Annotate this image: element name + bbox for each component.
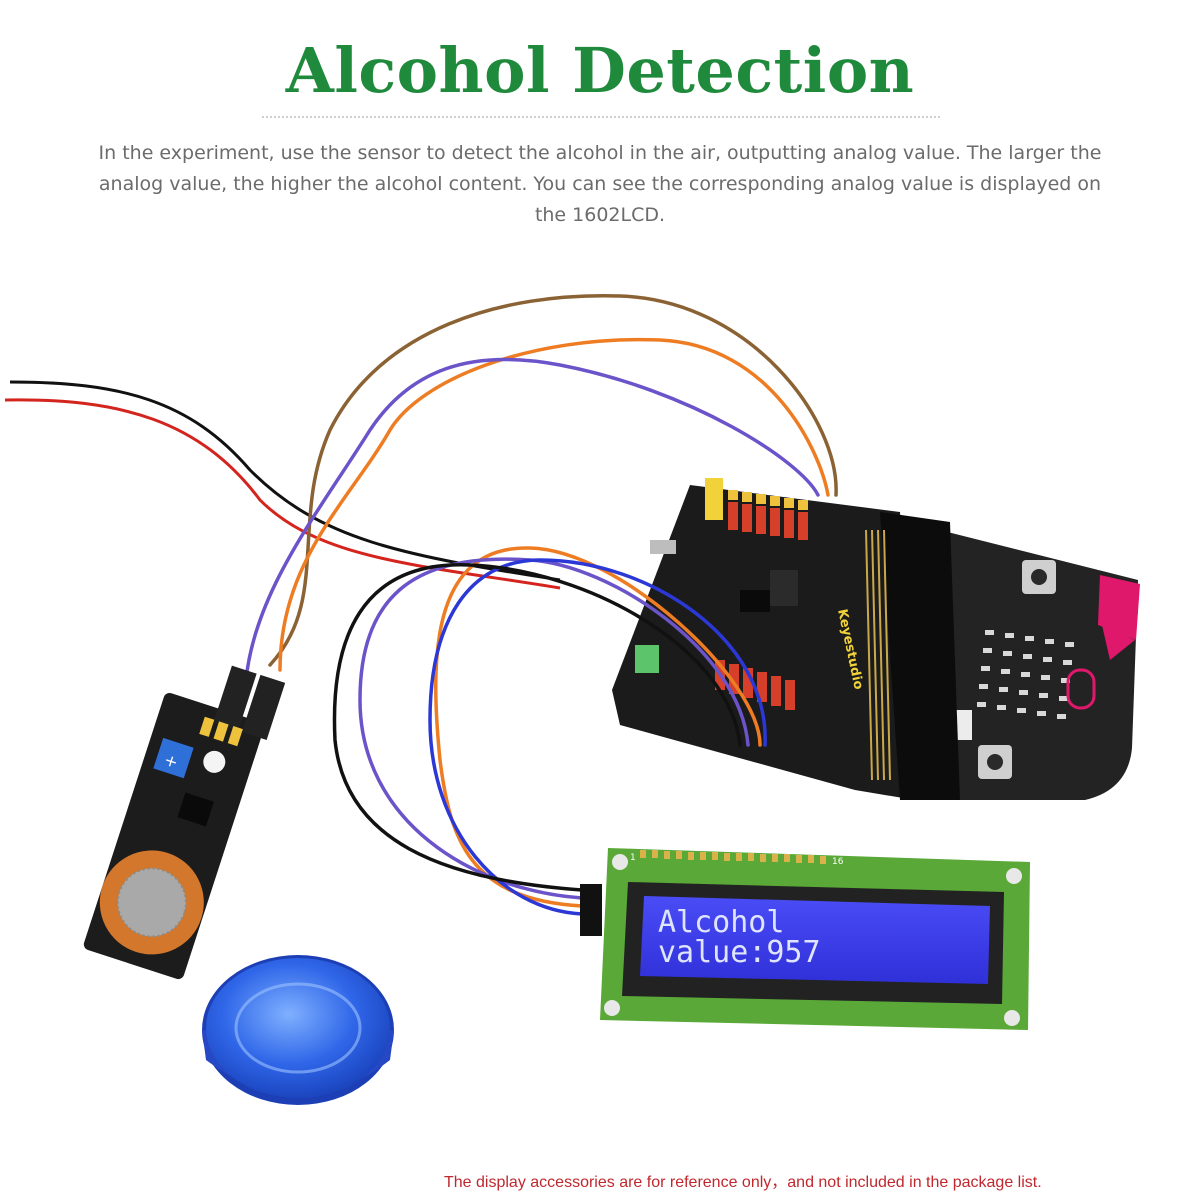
blue-bottle-cap [202, 955, 394, 1105]
alcohol-sensor: + [83, 665, 286, 980]
lcd-line-1: Alcohol [658, 905, 784, 940]
i2c-connector [580, 884, 602, 936]
lcd-line-2: value:957 [658, 935, 821, 970]
svg-text:+: + [162, 750, 181, 772]
disclaimer-text: The display accessories are for referenc… [444, 1174, 1042, 1191]
green-terminal [635, 645, 659, 673]
jumper-wires [244, 293, 838, 916]
lcd-pin-start-label: 1 [630, 853, 636, 863]
lcd-pin-end-label: 16 [832, 857, 844, 867]
title-divider [262, 116, 940, 118]
circuit-illustration: Keyestudio + [4, 293, 1140, 1105]
led-matrix [977, 630, 1074, 719]
lcd-screen [640, 896, 990, 984]
usb-port [650, 540, 676, 554]
potentiometer [153, 737, 194, 779]
page-title: Alcohol Detection [285, 34, 915, 107]
description-text: In the experiment, use the sensor to det… [98, 142, 1102, 226]
power-wires [4, 380, 561, 590]
expansion-shield: Keyestudio [612, 478, 960, 800]
lcd-1602-module: 1 16 Alcohol value:957 [580, 848, 1030, 1030]
